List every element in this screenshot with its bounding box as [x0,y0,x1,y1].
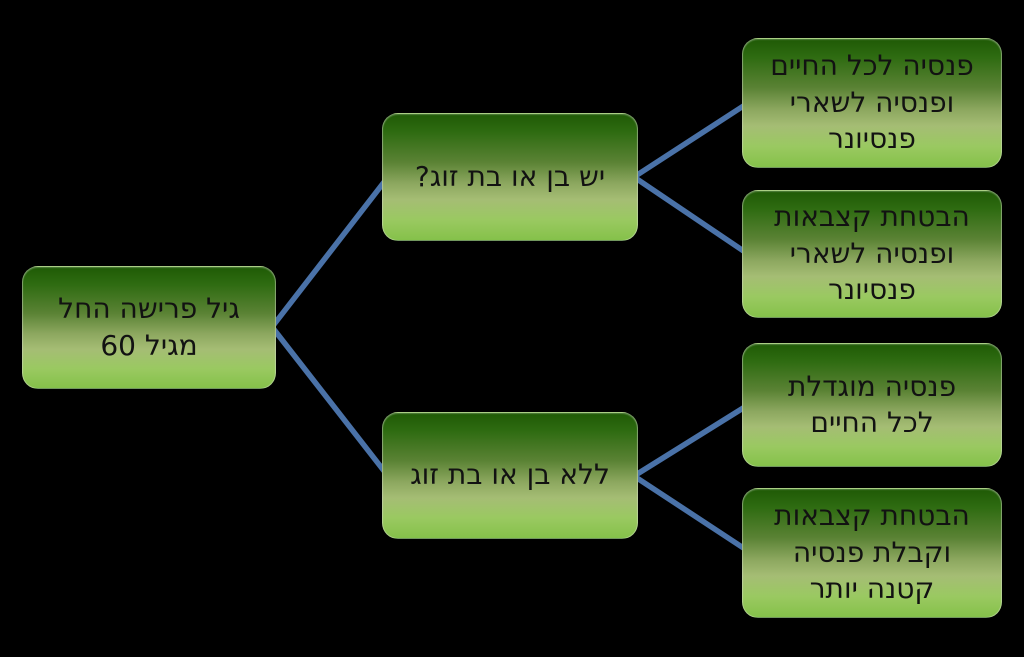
connector-no-spouse-to-increased-pension [631,402,751,479]
connector-root-to-no-spouse [269,324,391,479]
connector-has-spouse-to-lifetime-pension [631,100,751,180]
node-no-spouse: ללא בן או בת זוג [382,412,638,539]
node-lifetime-pension-survivors-label: פנסיה לכל החיים ופנסיה לשארי פנסיונר [770,49,974,156]
node-guaranteed-benefits-smaller-pension: הבטחת קצבאות וקבלת פנסיה קטנה יותר [742,488,1002,618]
node-lifetime-pension-survivors: פנסיה לכל החיים ופנסיה לשארי פנסיונר [742,38,1002,168]
connector-has-spouse-to-guaranteed-benefits [631,174,751,257]
node-has-spouse: יש בן או בת זוג? [382,113,638,241]
node-increased-lifetime-pension-label: פנסיה מוגדלת לכל החיים [787,369,957,439]
node-has-spouse-label: יש בן או בת זוג? [414,159,606,193]
node-retirement-age-label: גיל פרישה החל מגיל 60 [58,292,240,362]
node-guaranteed-benefits-smaller-pension-label: הבטחת קצבאות וקבלת פנסיה קטנה יותר [774,499,970,606]
node-increased-lifetime-pension: פנסיה מוגדלת לכל החיים [742,343,1002,467]
node-no-spouse-label: ללא בן או בת זוג [410,458,610,492]
connector-no-spouse-to-smaller-pension [631,473,751,554]
node-guaranteed-benefits-survivors: הבטחת קצבאות ופנסיה לשארי פנסיונר [742,190,1002,318]
node-retirement-age: גיל פרישה החל מגיל 60 [22,266,276,389]
node-guaranteed-benefits-survivors-label: הבטחת קצבאות ופנסיה לשארי פנסיונר [774,200,970,307]
connector-root-to-has-spouse [269,174,391,330]
